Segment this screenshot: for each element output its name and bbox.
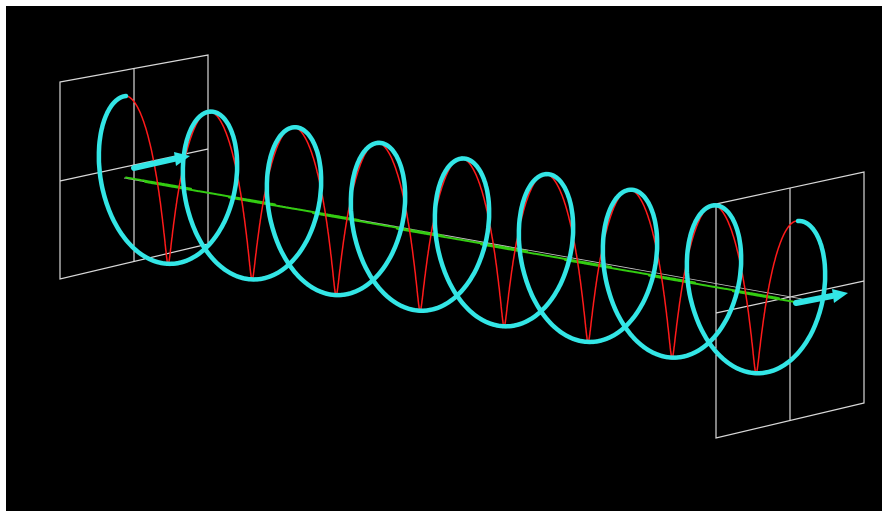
vertical-wave-line bbox=[125, 95, 799, 374]
start-arrow bbox=[131, 152, 190, 171]
helix-turn bbox=[264, 125, 408, 298]
polarization-helix-scene bbox=[59, 54, 865, 439]
helix-turn bbox=[348, 140, 492, 313]
start-arrow-head bbox=[174, 152, 190, 166]
right-polarization-plane bbox=[715, 171, 865, 439]
helix-turn bbox=[600, 187, 744, 360]
field-vector-arrows bbox=[131, 152, 848, 306]
horizontal-wave-line bbox=[125, 176, 799, 304]
render-viewport bbox=[6, 6, 882, 511]
polarization-planes bbox=[59, 54, 865, 439]
horizontal-wave bbox=[125, 176, 799, 304]
end-arrow-head bbox=[832, 289, 848, 303]
helix-turn bbox=[180, 109, 324, 282]
end-arrow bbox=[793, 289, 848, 306]
helix-turn bbox=[96, 93, 240, 267]
vertical-wave bbox=[125, 95, 799, 374]
helix-turn bbox=[516, 171, 660, 345]
helix-turn bbox=[432, 156, 576, 329]
right-frame-outline bbox=[715, 171, 865, 439]
circular-polarization-helix bbox=[96, 93, 828, 376]
helix-turn bbox=[684, 203, 828, 376]
